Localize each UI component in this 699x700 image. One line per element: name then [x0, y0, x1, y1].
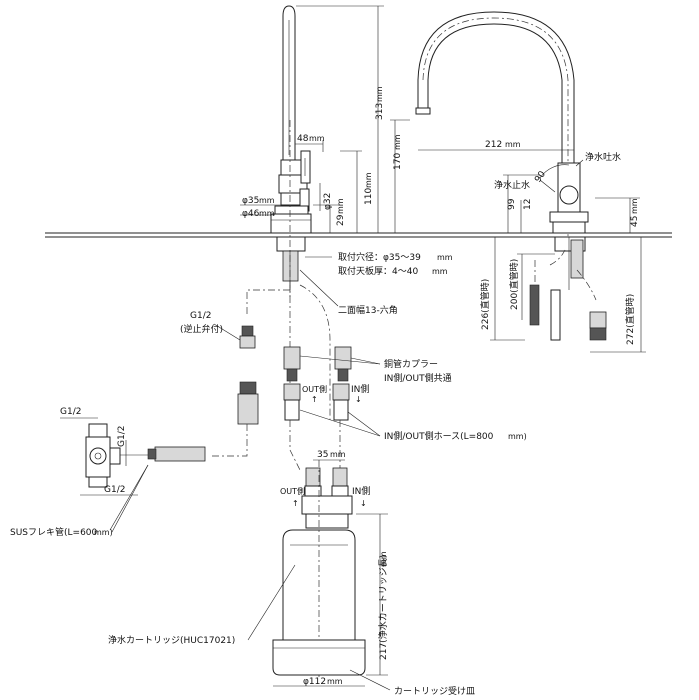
dim-48: 48	[297, 134, 309, 144]
label-coupler: 銅管カプラー	[384, 358, 438, 370]
dim-99: 99	[507, 198, 517, 210]
label-g12-a: G1/2	[190, 311, 211, 321]
dim-phi112: φ112	[303, 677, 326, 687]
center-hoses: 二面幅13-六角 G1/2 (逆止弁付) 銅管カプラー IN側/OUT側共通 O…	[180, 269, 527, 471]
label-nimen: 二面幅13-六角	[338, 304, 398, 316]
label-toritsuke-ana: 取付穴径：φ35～39	[338, 251, 421, 263]
label-g12-d: G1/2	[104, 485, 125, 495]
check-valve-assembly: G1/2 G1/2 G1/2 SUSフレキ管(L=600 mm)	[10, 381, 259, 538]
svg-text:↓: ↓	[355, 395, 362, 404]
svg-text:↑: ↑	[292, 499, 299, 508]
faucet-side-view	[270, 5, 312, 300]
label-gyakushi: (逆止弁付)	[180, 323, 223, 335]
svg-text:mm: mm	[630, 198, 639, 214]
label-cartridge: 浄水カートリッジ(HUC17021)	[108, 634, 235, 646]
svg-text:mm: mm	[259, 196, 275, 205]
svg-text:mm: mm	[309, 134, 325, 143]
dim-272: 272(直管時)	[624, 294, 636, 345]
dim-170: 170	[393, 153, 403, 170]
label-ukezara: カートリッジ受け皿	[394, 685, 475, 697]
dim-phi46: φ46	[242, 209, 260, 219]
dim-200: 200(直管時)	[508, 259, 520, 310]
dim-226: 226(直管時)	[479, 279, 491, 330]
svg-text:mm: mm	[379, 551, 388, 567]
label-hose: IN側/OUT側ホース(L=800	[384, 430, 494, 442]
svg-text:mm): mm)	[94, 528, 113, 537]
cartridge: 35 mm OUT側 IN側 ↑ ↓ 217(浄水カートリッジ長) mm φ11…	[108, 450, 475, 697]
dim-313: 313	[375, 103, 385, 120]
svg-text:mm: mm	[259, 209, 275, 218]
label-out-side-1: OUT側	[302, 384, 327, 394]
svg-text:↑: ↑	[311, 395, 318, 404]
label-out-side-2: OUT側	[280, 486, 305, 496]
svg-text:mm: mm	[432, 267, 448, 276]
svg-text:mm: mm	[437, 253, 453, 262]
mount-spec: 取付穴径：φ35～39 mm 取付天板厚：4～40 mm	[305, 251, 453, 277]
svg-text:mm: mm	[505, 140, 521, 149]
dim-217: 217(浄水カートリッジ長)	[377, 555, 389, 660]
svg-text:mm: mm	[330, 450, 346, 459]
dims-left-faucet: 48 mm φ35 mm φ46 mm φ32 29 mm 110 mm 170…	[240, 5, 410, 233]
svg-text:mm: mm	[393, 134, 402, 150]
label-jousui-shisui: 浄水止水	[494, 179, 530, 191]
svg-text:↓: ↓	[360, 499, 367, 508]
dim-110: 110	[364, 188, 374, 205]
svg-text:mm: mm	[364, 172, 373, 188]
label-g12-c: G1/2	[117, 426, 127, 447]
label-in-side-1: IN側	[351, 383, 369, 395]
svg-text:mm: mm	[327, 677, 343, 686]
label-jousui-toshi: 浄水吐水	[585, 151, 621, 163]
label-in-side-2: IN側	[352, 485, 370, 497]
label-inout-kyoutsu: IN側/OUT側共通	[384, 372, 452, 384]
dim-12: 12	[523, 199, 533, 210]
right-hoses	[529, 249, 607, 341]
faucet-front-view	[415, 11, 589, 290]
label-toritsuke-ita: 取付天板厚：4～40	[338, 265, 418, 277]
svg-text:mm: mm	[336, 198, 345, 214]
dims-right-faucet: 212 mm 浄水吐水 浄水止水 90 99 12 45 mm 226(直管時)…	[418, 140, 646, 353]
countertop	[45, 232, 672, 238]
dim-45: 45	[630, 216, 640, 227]
svg-text:mm: mm	[375, 86, 384, 102]
dim-29: 29	[336, 214, 346, 226]
label-sus: SUSフレキ管(L=600	[10, 526, 98, 538]
dim-212: 212	[485, 140, 502, 150]
dim-35b: 35	[317, 450, 328, 460]
label-g12-b: G1/2	[60, 407, 81, 417]
dim-phi32: φ32	[323, 193, 333, 210]
svg-text:mm): mm)	[508, 432, 527, 441]
dim-phi35: φ35	[242, 196, 259, 206]
